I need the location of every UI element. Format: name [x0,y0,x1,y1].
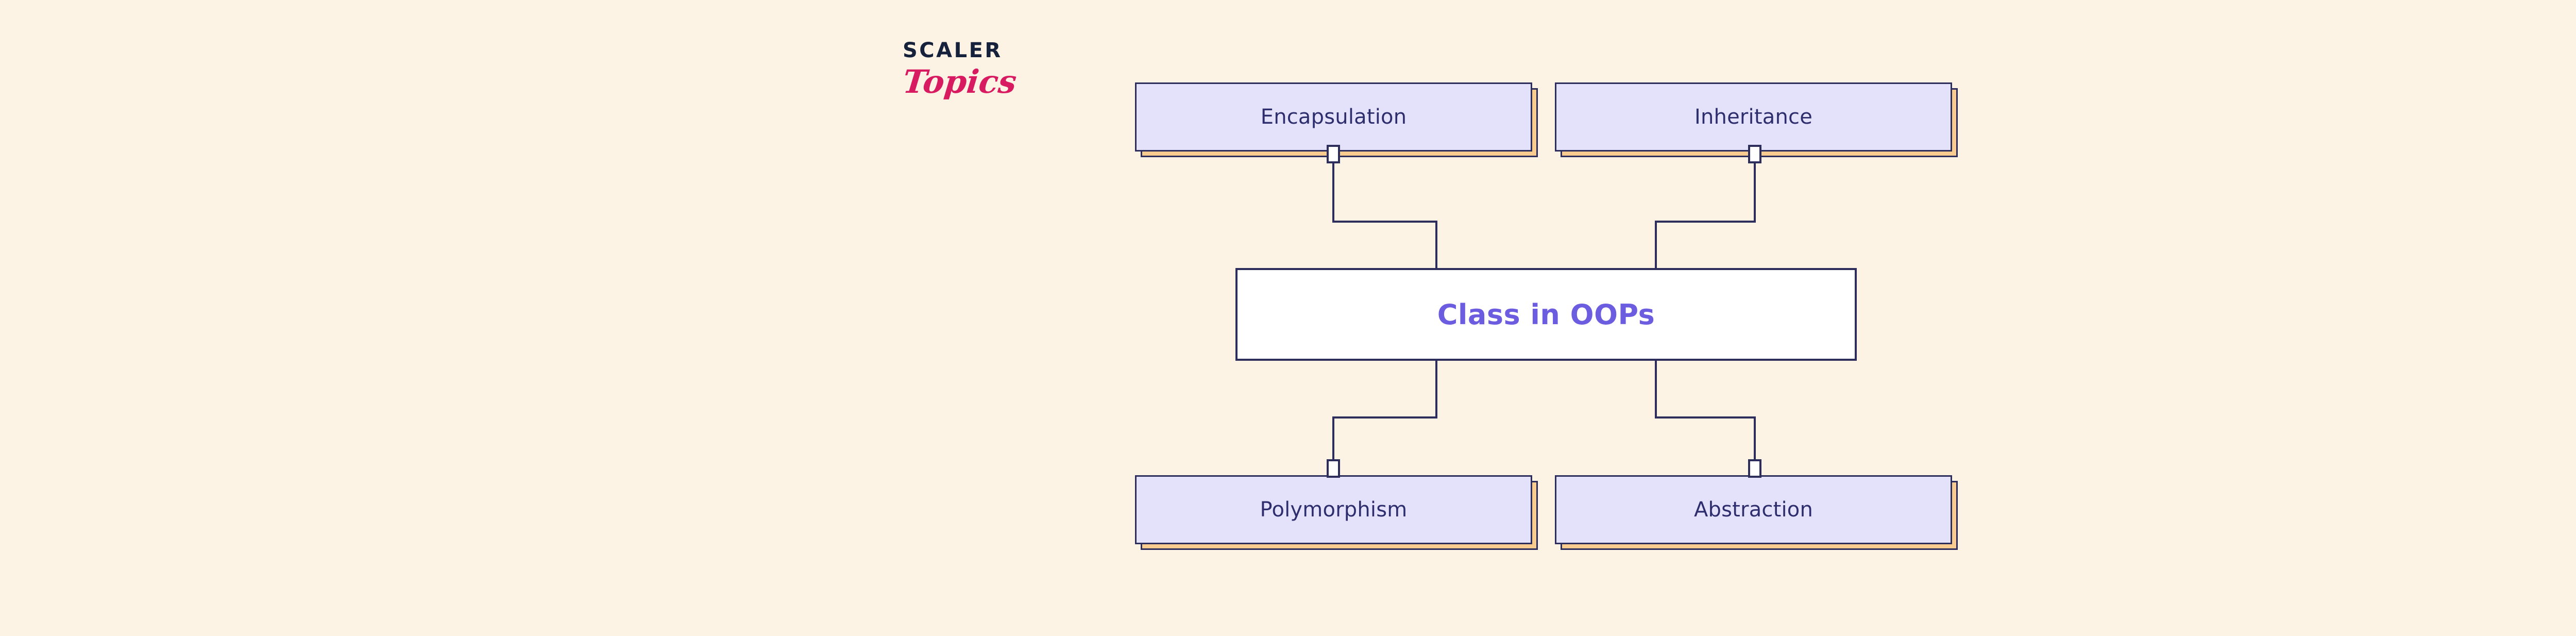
connector-inheritance-vertical-lower [1655,221,1657,270]
node-abstraction[interactable]: Abstraction [1555,475,1958,550]
connector-abstraction-vertical-upper [1655,359,1657,419]
connector-abstraction-horizontal [1655,416,1756,419]
node-label-encapsulation: Encapsulation [1260,105,1407,129]
node-encapsulation[interactable]: Encapsulation [1135,82,1538,157]
center-node-label: Class in OOPs [1437,298,1655,331]
node-label-abstraction: Abstraction [1693,498,1814,522]
node-face: Polymorphism [1135,475,1532,544]
connector-inheritance-vertical-upper [1754,155,1756,223]
node-face: Abstraction [1555,475,1952,544]
connector-encapsulation-vertical-upper [1332,155,1334,223]
node-inheritance[interactable]: Inheritance [1555,82,1958,157]
logo-wordmark-topics: Topics [901,63,1019,101]
node-class-in-oops[interactable]: Class in OOPs [1235,268,1857,361]
node-face: Encapsulation [1135,82,1532,152]
logo-wordmark-scaler: SCALER [903,39,1003,62]
connector-abstraction-vertical-lower [1754,416,1756,474]
connector-anchor-polymorphism [1327,459,1340,478]
node-label-polymorphism: Polymorphism [1260,498,1408,522]
connector-polymorphism-horizontal [1332,416,1437,419]
node-polymorphism[interactable]: Polymorphism [1135,475,1538,550]
connector-anchor-abstraction [1748,459,1761,478]
connector-encapsulation-vertical-lower [1435,221,1437,270]
connector-encapsulation-horizontal [1332,221,1437,223]
connector-anchor-inheritance [1748,145,1761,163]
scaler-topics-logo: SCALER Topics [901,39,1031,138]
connector-inheritance-horizontal [1655,221,1756,223]
connector-anchor-encapsulation [1327,145,1340,163]
node-label-inheritance: Inheritance [1694,105,1813,129]
node-face: Inheritance [1555,82,1952,152]
center-node-face: Class in OOPs [1235,268,1857,361]
connector-polymorphism-vertical-upper [1435,359,1437,419]
connector-polymorphism-vertical-lower [1332,416,1334,474]
